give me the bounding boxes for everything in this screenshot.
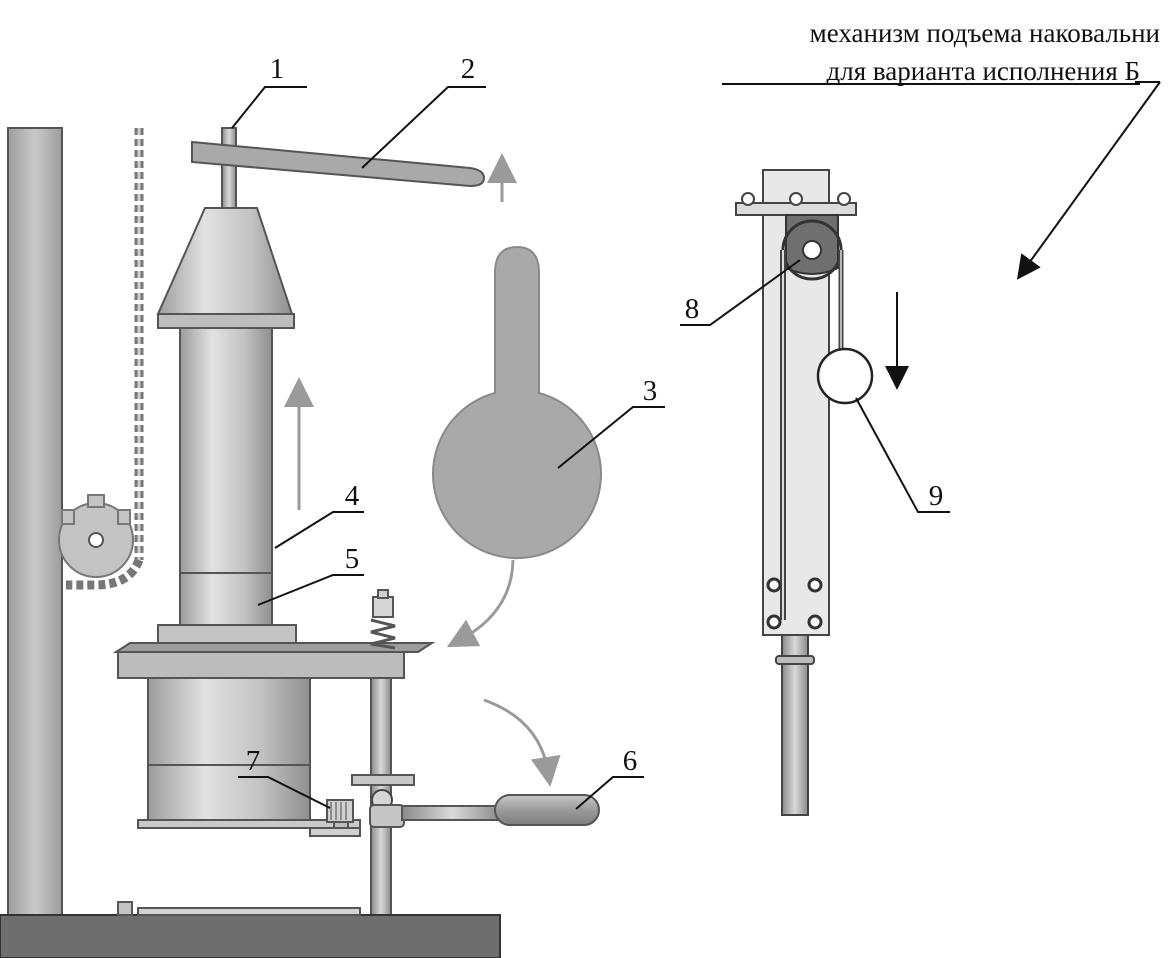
frame-column bbox=[7, 127, 63, 924]
label-2: 2 bbox=[461, 53, 476, 85]
motion-arrow-curve-handle bbox=[483, 698, 561, 787]
table-slab bbox=[117, 651, 405, 679]
caption-pointer-arrow bbox=[1016, 81, 1161, 280]
variant-b-detail bbox=[735, 169, 909, 816]
label-7: 7 bbox=[246, 745, 261, 777]
base-plinth bbox=[0, 914, 501, 958]
counterweight-ball bbox=[816, 347, 874, 405]
pendulum-weight bbox=[432, 245, 602, 560]
caption-line-2: для варианта исполнения Б bbox=[826, 56, 1140, 86]
caption-line-1: механизм подъема наковальни bbox=[810, 18, 1160, 48]
label-1: 1 bbox=[270, 53, 285, 85]
handle-shaft bbox=[401, 805, 503, 821]
table-plate bbox=[112, 642, 436, 653]
drive-chain bbox=[66, 128, 144, 590]
handle-hinge bbox=[369, 789, 405, 828]
main-cylinder bbox=[179, 327, 273, 574]
label-9: 9 bbox=[929, 480, 944, 512]
anvil-block bbox=[179, 572, 273, 626]
cylinder-base-ring bbox=[157, 624, 297, 644]
spring-assembly bbox=[370, 589, 396, 650]
label-6: 6 bbox=[623, 745, 638, 777]
lever-arm bbox=[191, 140, 486, 188]
label-4: 4 bbox=[345, 480, 360, 512]
handle-grip bbox=[494, 794, 600, 826]
lower-housing-base bbox=[147, 764, 311, 821]
motion-arrow-curve-weight bbox=[446, 559, 515, 648]
guide-rod bbox=[221, 127, 237, 211]
label-3: 3 bbox=[643, 375, 658, 407]
label-8: 8 bbox=[685, 293, 700, 325]
sprocket bbox=[58, 494, 134, 578]
locking-knob bbox=[309, 799, 361, 837]
cone-head bbox=[156, 207, 294, 315]
cone-collar bbox=[157, 313, 295, 329]
label-5: 5 bbox=[345, 543, 360, 575]
